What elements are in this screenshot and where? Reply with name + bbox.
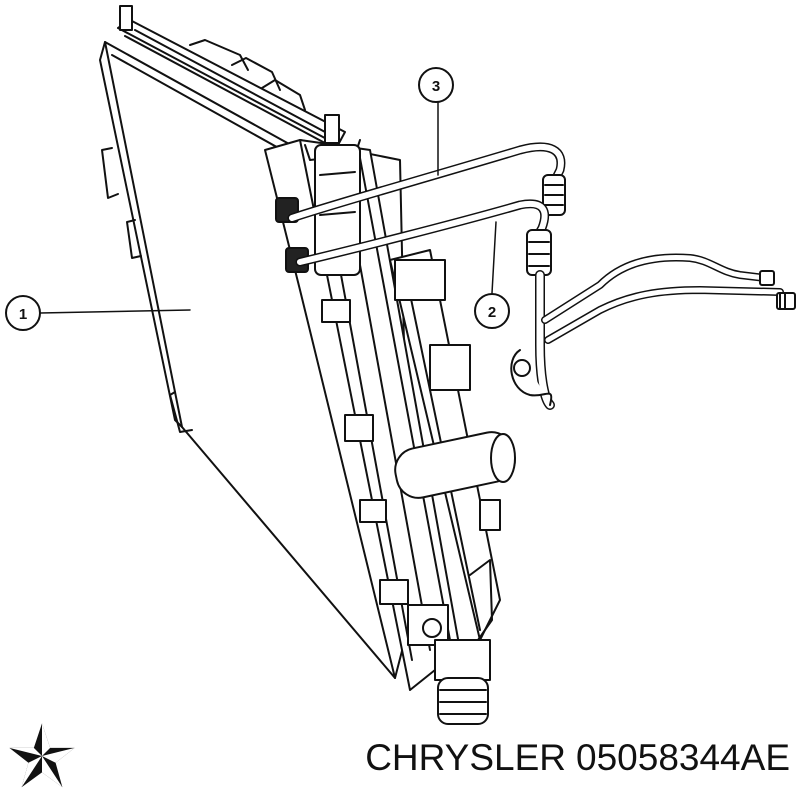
condenser-core (99, 41, 396, 679)
callout-2: 2 (474, 293, 510, 329)
chrysler-pentastar-icon (9, 723, 75, 788)
ac-suction-line (295, 199, 555, 410)
callout-3-label: 3 (432, 78, 440, 95)
leader-lines (39, 101, 497, 314)
ac-discharge-line (287, 142, 566, 223)
brand-name: CHRYSLER (365, 737, 567, 778)
radiator-tank (264, 139, 516, 725)
callout-1-label: 1 (19, 306, 27, 323)
callout-2-label: 2 (488, 304, 496, 321)
part-number: 05058344AE (576, 737, 790, 778)
refrigerant-tubes (541, 253, 796, 344)
top-header-rail (117, 5, 346, 151)
callout-3: 3 (418, 67, 454, 103)
callout-1: 1 (5, 295, 41, 331)
